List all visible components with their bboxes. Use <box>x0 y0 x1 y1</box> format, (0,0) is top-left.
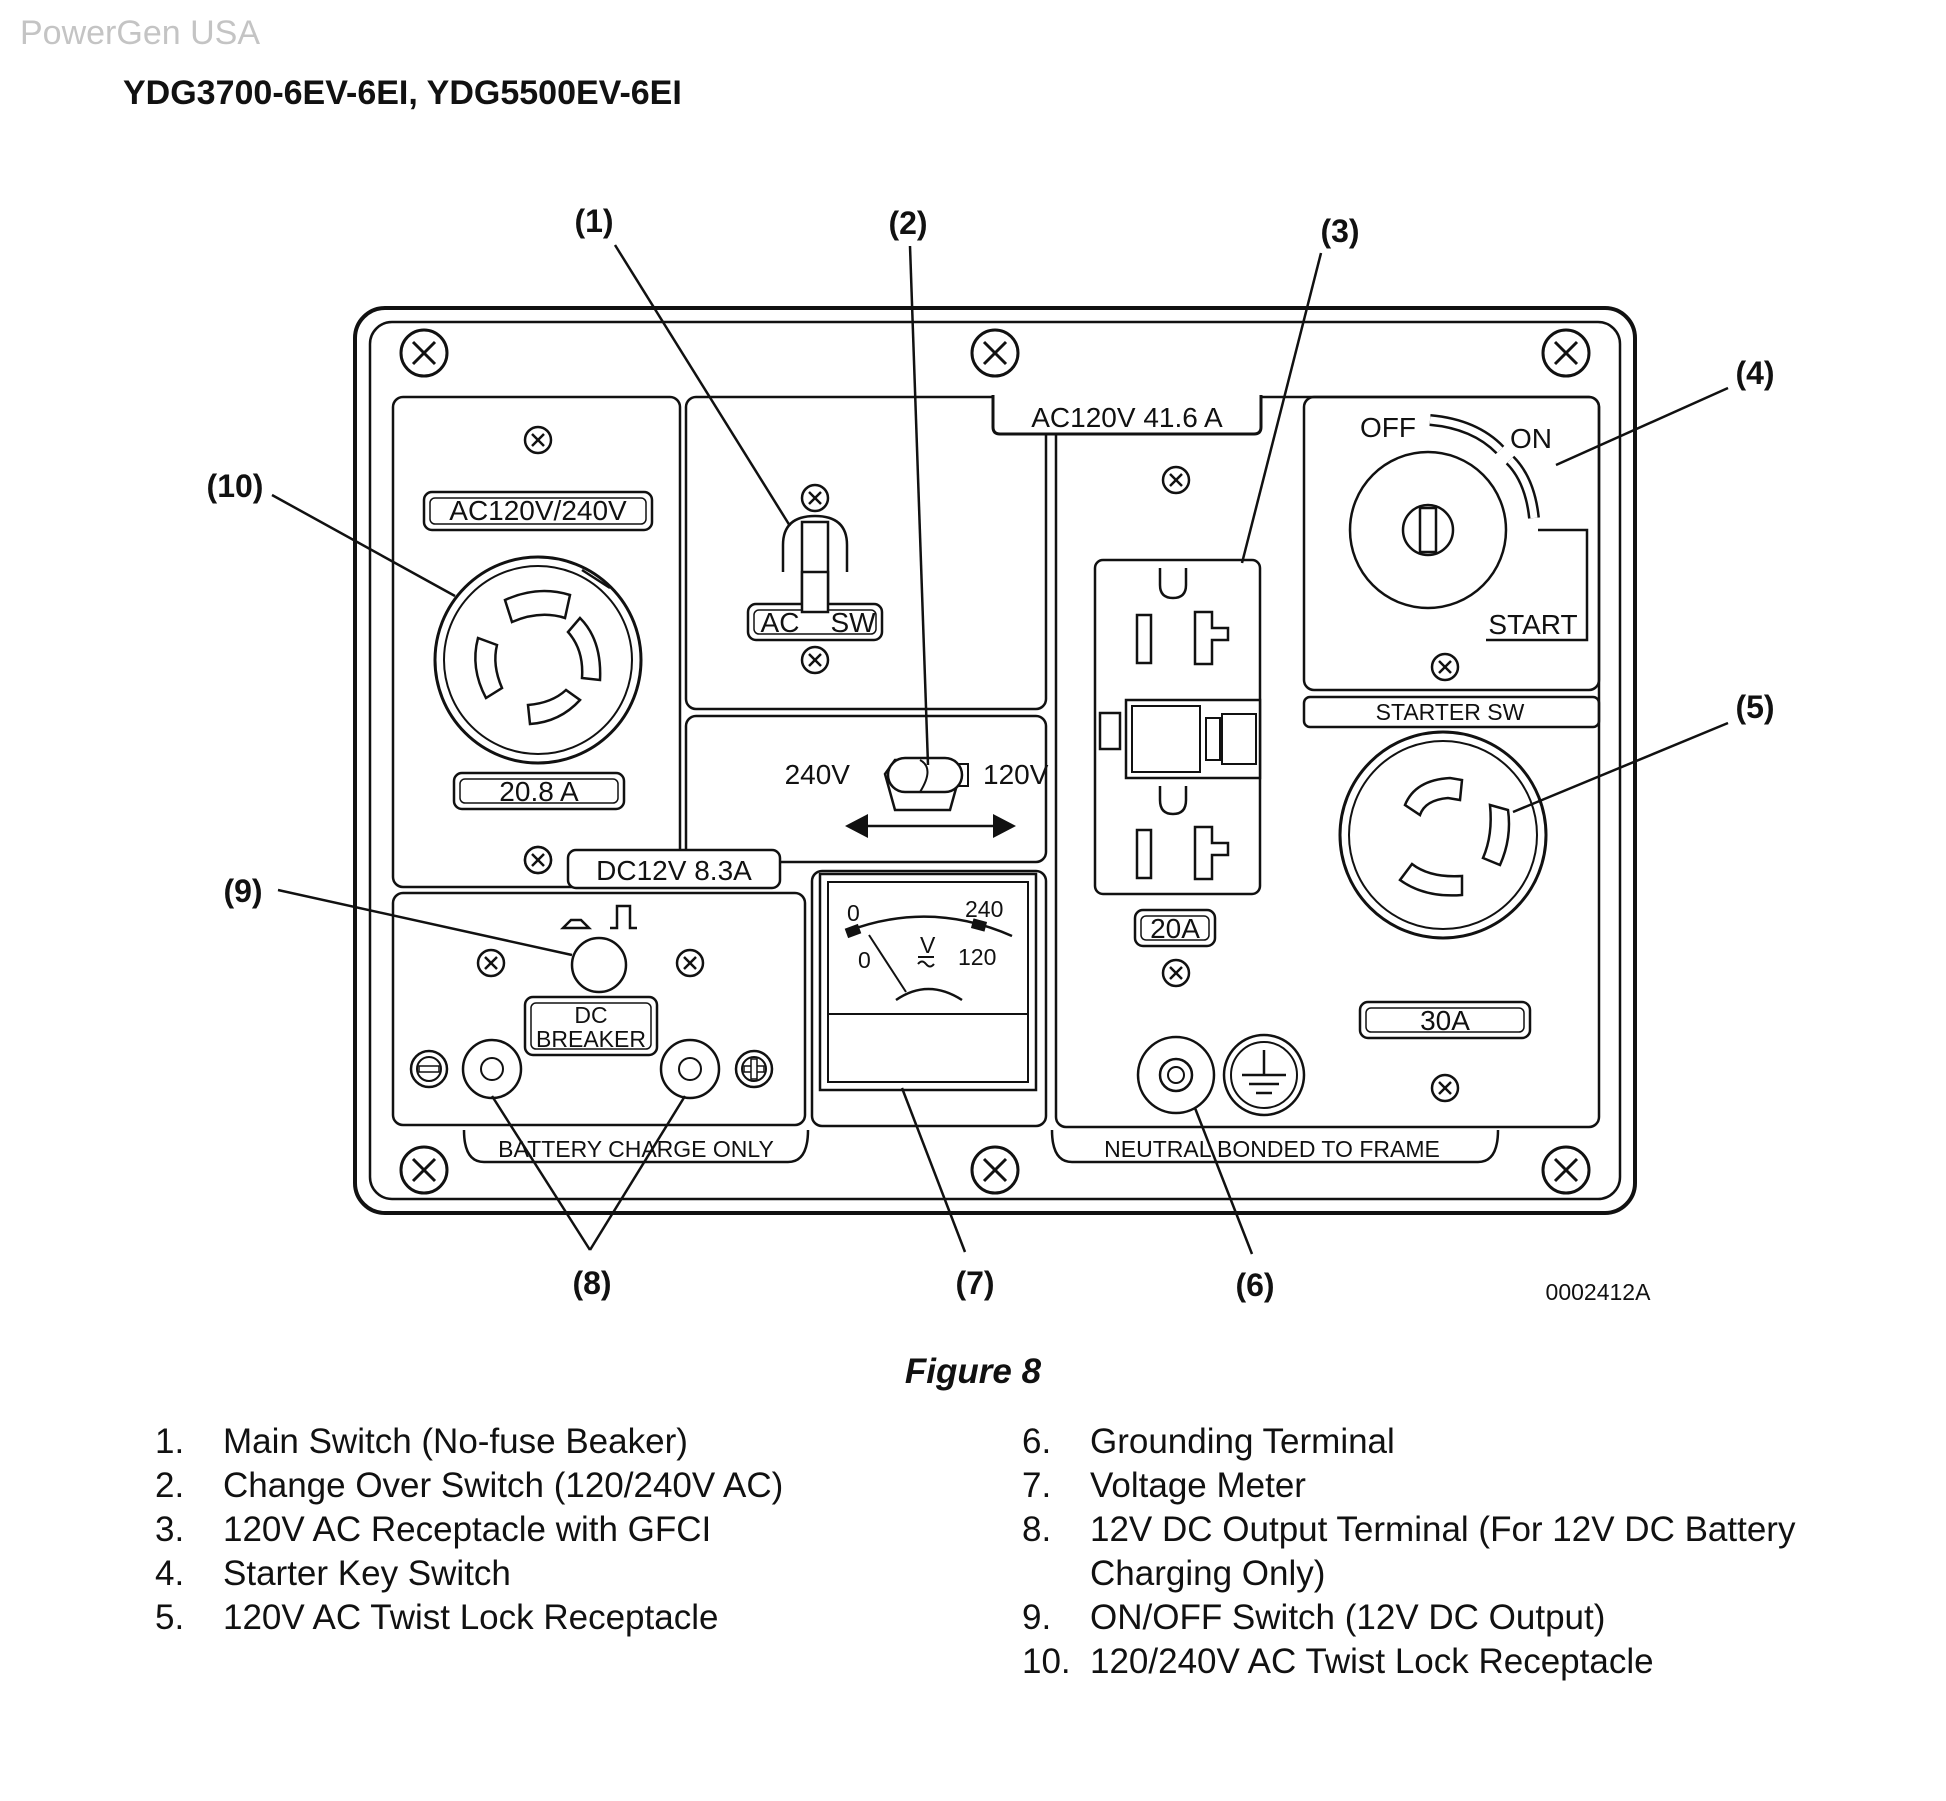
leader-lines <box>271 244 1729 1255</box>
legend-right: 6. Grounding Terminal 7. Voltage Meter 8… <box>1022 1420 1922 1684</box>
starter-start-label: START <box>1488 609 1577 640</box>
twist-lock-120v-amp-label: 30A <box>1420 1005 1470 1036</box>
control-panel-diagram: AC120V 41.6 A AC120V/240V 20.8 A AC SW 2… <box>207 203 1775 1305</box>
legend-item-2: 2. Change Over Switch (120/240V AC) <box>155 1464 975 1508</box>
legend-left: 1. Main Switch (No-fuse Beaker) 2. Chang… <box>155 1420 975 1640</box>
twist-lock-receptacle-120-240v: AC120V/240V 20.8 A <box>422 425 654 875</box>
callout-7: (7) <box>955 1265 994 1301</box>
legend-item-3: 3. 120V AC Receptacle with GFCI <box>155 1508 975 1552</box>
legend-number: 5. <box>155 1598 185 1637</box>
legend-number: 4. <box>155 1554 185 1593</box>
legend-text: Starter Key Switch <box>223 1554 511 1593</box>
callout-1: (1) <box>574 203 613 239</box>
legend-number: 7. <box>1022 1466 1052 1505</box>
legend-number: 2. <box>155 1466 185 1505</box>
screw-top-left <box>399 328 449 378</box>
legend-text: ON/OFF Switch (12V DC Output) <box>1090 1598 1606 1637</box>
part-number: 0002412A <box>1546 1279 1652 1305</box>
screw-top-middle <box>970 328 1020 378</box>
grounding-terminal[interactable] <box>1136 1035 1216 1115</box>
legend-item-7: 7. Voltage Meter <box>1022 1464 1922 1508</box>
twist-lock-voltage-label: AC120V/240V <box>449 495 627 526</box>
legend-text: 120V AC Receptacle with GFCI <box>223 1510 712 1549</box>
voltage-120-label: 120V <box>983 759 1049 790</box>
callout-labels: (1) (2) (3) (4) (5) (6) (7) (8) (9) (10) <box>207 203 1775 1303</box>
dc-breaker-label-line2: BREAKER <box>536 1026 646 1052</box>
minus-symbol-icon <box>409 1049 449 1089</box>
legend-text: Change Over Switch (120/240V AC) <box>223 1466 784 1505</box>
twist-lock-receptacle-120v: 30A <box>1338 730 1548 1103</box>
legend-number: 1. <box>155 1422 185 1461</box>
voltage-meter: 0 0 240 120 V <box>818 872 1038 1092</box>
legend-number: 9. <box>1022 1598 1052 1637</box>
legend-number: 10. <box>1022 1642 1071 1681</box>
legend-text: Grounding Terminal <box>1090 1422 1395 1461</box>
meter-scale-240: 240 <box>965 896 1003 922</box>
legend-item-8: 8. 12V DC Output Terminal (For 12V DC Ba… <box>1022 1508 1922 1596</box>
callout-8: (8) <box>572 1265 611 1301</box>
ground-symbol-icon <box>1222 1033 1306 1117</box>
legend-text: 120V AC Twist Lock Receptacle <box>223 1598 719 1637</box>
dc-rating-label: DC12V 8.3A <box>523 845 782 890</box>
ac-switch-sw-label: SW <box>830 607 876 638</box>
legend-item-5: 5. 120V AC Twist Lock Receptacle <box>155 1596 975 1640</box>
sub-panels <box>391 395 1601 1129</box>
gfci-receptacle: 20A <box>1093 465 1262 988</box>
legend-number: 8. <box>1022 1510 1052 1549</box>
callout-5: (5) <box>1735 689 1774 725</box>
meter-needle <box>868 934 907 993</box>
starter-on-label: ON <box>1510 423 1552 454</box>
dc-terminal-negative[interactable] <box>461 1038 523 1100</box>
starter-key-switch[interactable]: OFF ON START STARTER SW <box>1348 412 1589 725</box>
legend-item-4: 4. Starter Key Switch <box>155 1552 975 1596</box>
callout-6: (6) <box>1235 1267 1274 1303</box>
starter-off-label: OFF <box>1360 412 1416 443</box>
neutral-bonded-label: NEUTRAL BONDED TO FRAME <box>1050 1129 1500 1164</box>
callout-9: (9) <box>223 873 262 909</box>
dc-breaker-label-line1: DC <box>574 1002 607 1028</box>
dc-on-off-switch[interactable] <box>570 936 628 994</box>
dc-rating-text: DC12V 8.3A <box>596 855 752 886</box>
screw-bottom-right <box>1541 1145 1591 1195</box>
ac-rating-label: AC120V 41.6 A <box>991 395 1263 436</box>
dc-output-section: DC BREAKER <box>409 904 774 1100</box>
dc-terminal-positive[interactable] <box>659 1038 721 1100</box>
twist-lock-amp-label: 20.8 A <box>499 776 579 807</box>
legend-text: 120/240V AC Twist Lock Receptacle <box>1090 1642 1654 1681</box>
gfci-amp-label: 20A <box>1150 913 1200 944</box>
callout-10: (10) <box>207 468 264 504</box>
ac-rating-text: AC120V 41.6 A <box>1031 402 1223 433</box>
voltage-240-label: 240V <box>785 759 851 790</box>
battery-charge-text: BATTERY CHARGE ONLY <box>498 1136 774 1162</box>
plus-symbol-icon <box>734 1049 774 1089</box>
legend-text: 12V DC Output Terminal (For 12V DC Batte… <box>1090 1510 1796 1593</box>
legend-item-10: 10. 120/240V AC Twist Lock Receptacle <box>1022 1640 1922 1684</box>
change-over-switch[interactable]: 240V 120V <box>785 756 1049 838</box>
screw-bottom-left <box>399 1145 449 1195</box>
ac-switch-ac-label: AC <box>761 607 800 638</box>
legend-text: Voltage Meter <box>1090 1466 1306 1505</box>
screw-bottom-middle <box>970 1145 1020 1195</box>
legend-item-9: 9. ON/OFF Switch (12V DC Output) <box>1022 1596 1922 1640</box>
callout-2: (2) <box>888 205 927 241</box>
screw-top-right <box>1541 328 1591 378</box>
main-ac-switch[interactable]: AC SW <box>746 483 884 675</box>
watermark: PowerGen USA <box>20 14 260 52</box>
meter-scale-120: 120 <box>958 944 996 970</box>
legend-item-6: 6. Grounding Terminal <box>1022 1420 1922 1464</box>
legend-item-1: 1. Main Switch (No-fuse Beaker) <box>155 1420 975 1464</box>
legend-number: 6. <box>1022 1422 1052 1461</box>
meter-scale-0-bottom: 0 <box>858 947 871 973</box>
legend-number: 3. <box>155 1510 185 1549</box>
starter-sw-label: STARTER SW <box>1376 699 1525 725</box>
neutral-bonded-text: NEUTRAL BONDED TO FRAME <box>1104 1136 1440 1162</box>
callout-4: (4) <box>1735 355 1774 391</box>
callout-3: (3) <box>1320 213 1359 249</box>
legend-text: Main Switch (No-fuse Beaker) <box>223 1422 688 1461</box>
meter-unit-v: V <box>920 932 936 958</box>
meter-scale-0-top: 0 <box>847 900 860 926</box>
page-title: YDG3700-6EV-6EI, YDG5500EV-6EI <box>123 74 682 112</box>
battery-charge-label: BATTERY CHARGE ONLY <box>462 1129 810 1164</box>
figure-caption: Figure 8 <box>904 1352 1042 1391</box>
